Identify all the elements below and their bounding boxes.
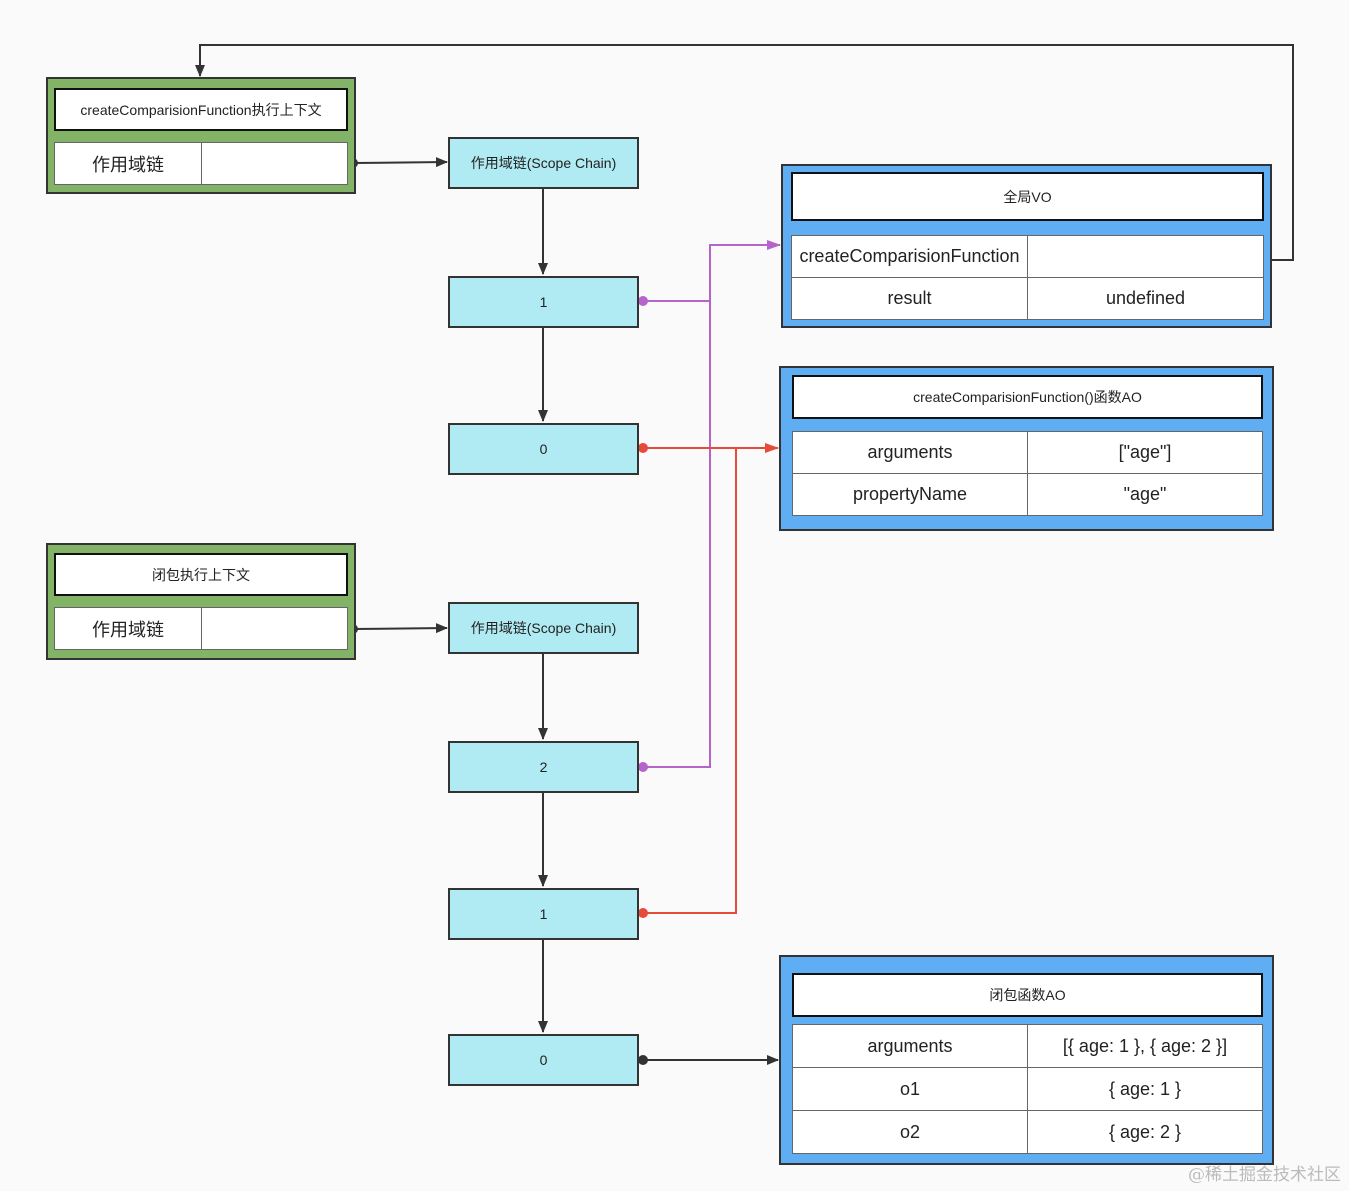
scope-chain-item: 1 xyxy=(448,276,639,328)
execution-context-closure: 闭包执行上下文 作用域链 xyxy=(46,543,356,660)
context-title: 闭包执行上下文 xyxy=(54,553,348,596)
scope-chain-pointer-cell xyxy=(201,142,348,185)
execution-context-create-comparision: createComparisionFunction执行上下文 作用域链 xyxy=(46,77,356,194)
scope-chain-header: 作用域链(Scope Chain) xyxy=(448,602,639,654)
ao-key: propertyName xyxy=(792,473,1028,516)
link-ctx1-to-chain1 xyxy=(352,157,448,168)
vo-key: result xyxy=(791,277,1028,320)
vo-title: 全局VO xyxy=(791,172,1264,221)
link-dot xyxy=(638,296,648,306)
link-chain2-1-to-func-ao xyxy=(643,448,737,914)
vo-key: createComparisionFunction xyxy=(791,235,1028,278)
scope-chain-pointer-cell xyxy=(201,607,348,650)
ao-value: { age: 2 } xyxy=(1027,1110,1263,1154)
context-title: createComparisionFunction执行上下文 xyxy=(54,88,348,131)
link-dot xyxy=(638,908,648,918)
scope-chain-item: 1 xyxy=(448,888,639,940)
global-vo: 全局VO createComparisionFunction result un… xyxy=(781,164,1272,328)
link-chain2-2-to-global xyxy=(643,245,711,768)
ao-title: 闭包函数AO xyxy=(792,973,1263,1017)
ao-value: ["age"] xyxy=(1027,431,1263,474)
link-ctx2-to-chain2 xyxy=(352,623,448,634)
ao-value: [{ age: 1 }, { age: 2 }] xyxy=(1027,1024,1263,1068)
scope-chain-header: 作用域链(Scope Chain) xyxy=(448,137,639,189)
closure-ao: 闭包函数AO arguments [{ age: 1 }, { age: 2 }… xyxy=(779,955,1274,1165)
ao-key: arguments xyxy=(792,1024,1028,1068)
ao-value: "age" xyxy=(1027,473,1263,516)
scope-chain-item: 0 xyxy=(448,1034,639,1086)
ao-value: { age: 1 } xyxy=(1027,1067,1263,1111)
scope-chain-item: 0 xyxy=(448,423,639,475)
scope-chain-item: 2 xyxy=(448,741,639,793)
ao-key: arguments xyxy=(792,431,1028,474)
link-dot xyxy=(638,443,648,453)
link-chain1-1-to-global xyxy=(643,240,781,302)
vo-value: undefined xyxy=(1027,277,1264,320)
link-dot xyxy=(638,762,648,772)
scope-chain-label: 作用域链 xyxy=(54,607,202,650)
link-global-to-ctx1 xyxy=(195,44,1294,261)
watermark: @稀土掘金技术社区 xyxy=(1188,1165,1341,1185)
function-ao: createComparisionFunction()函数AO argument… xyxy=(779,366,1274,531)
ao-title: createComparisionFunction()函数AO xyxy=(792,375,1263,419)
link-dot xyxy=(638,1055,648,1065)
ao-key: o1 xyxy=(792,1067,1028,1111)
ao-key: o2 xyxy=(792,1110,1028,1154)
vo-value xyxy=(1027,235,1264,278)
scope-chain-label: 作用域链 xyxy=(54,142,202,185)
